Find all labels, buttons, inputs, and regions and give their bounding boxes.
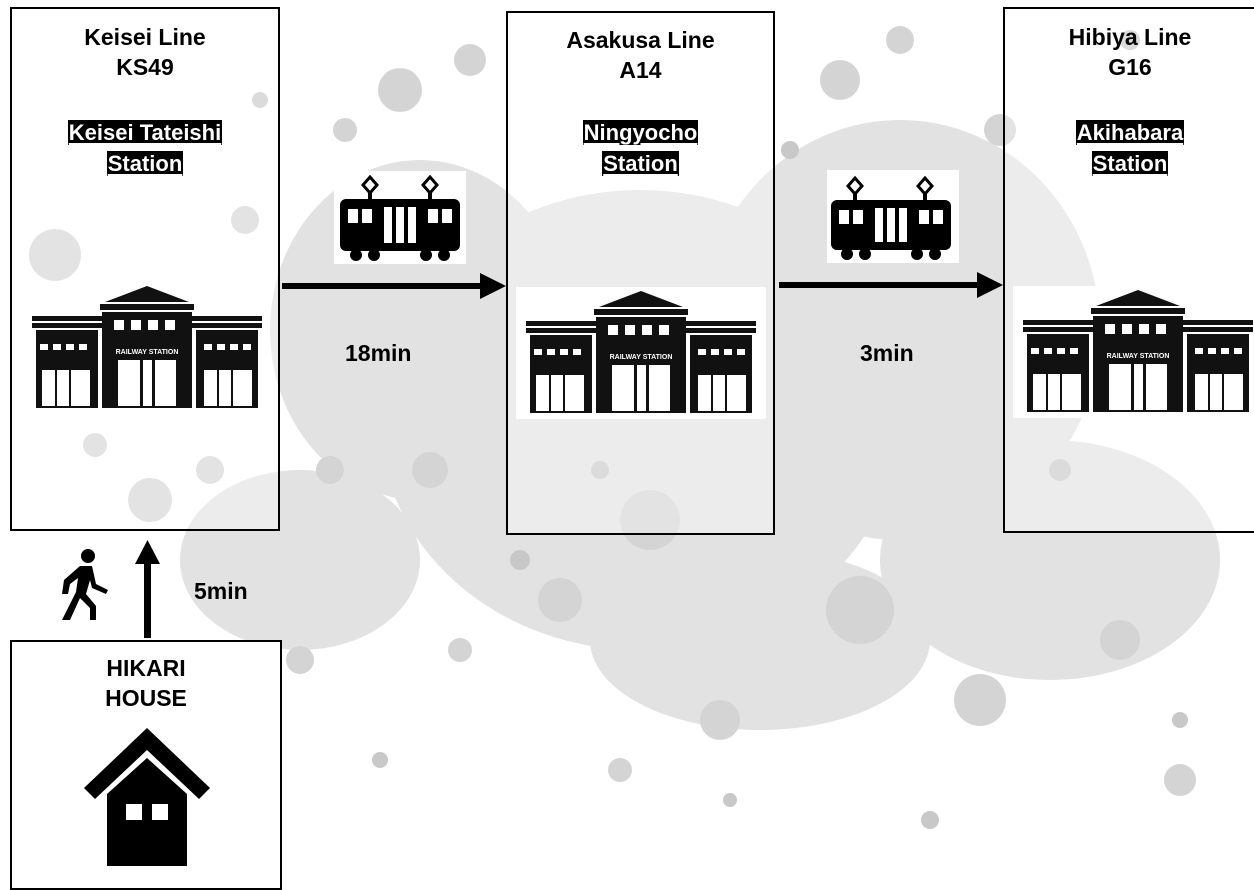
arrow-right-2 xyxy=(779,272,1003,298)
station-box-keisei-tateishi: Keisei Line KS49 Keisei Tateishi Station xyxy=(10,7,280,531)
walking-person-icon xyxy=(62,549,108,620)
station-code: KS49 xyxy=(116,54,174,80)
travel-time-1: 18min xyxy=(345,340,412,366)
railway-station-icon: RAILWAY STATION xyxy=(1013,286,1254,418)
station-name-line2: Station xyxy=(1091,151,1169,176)
station-sign: RAILWAY STATION xyxy=(610,354,673,361)
station-box-akihabara: Hibiya Line G16 Akihabara Station xyxy=(1003,7,1254,533)
station-name-line1: Ningyocho xyxy=(582,120,699,145)
travel-time-2: 3min xyxy=(860,340,914,366)
arrow-up-walk xyxy=(135,540,160,638)
house-icon xyxy=(84,728,210,866)
station-box-ningyocho: Asakusa Line A14 Ningyocho Station xyxy=(506,11,775,535)
station-sign: RAILWAY STATION xyxy=(1107,353,1170,360)
line-name: Hibiya Line xyxy=(1068,24,1192,50)
arrow-right-1 xyxy=(282,273,506,299)
station-code: A14 xyxy=(619,57,662,83)
station-name-line2: Station xyxy=(602,151,679,176)
station-sign: RAILWAY STATION xyxy=(116,349,179,356)
station-name-line1: Keisei Tateishi xyxy=(67,120,223,145)
origin-box-hikari-house: HIKARI HOUSE xyxy=(10,640,282,890)
train-icon xyxy=(827,170,959,263)
station-name-line2: Station xyxy=(106,151,184,176)
origin-name-line2: HOUSE xyxy=(105,685,187,711)
train-icon xyxy=(334,171,466,264)
line-name: Keisei Line xyxy=(84,24,206,50)
railway-station-icon: RAILWAY STATION xyxy=(24,282,270,414)
station-name-line1: Akihabara xyxy=(1075,120,1185,145)
line-name: Asakusa Line xyxy=(566,27,715,53)
walk-time: 5min xyxy=(194,578,248,604)
station-code: G16 xyxy=(1108,54,1152,80)
railway-station-icon: RAILWAY STATION xyxy=(516,287,766,419)
origin-name-line1: HIKARI xyxy=(106,655,186,681)
